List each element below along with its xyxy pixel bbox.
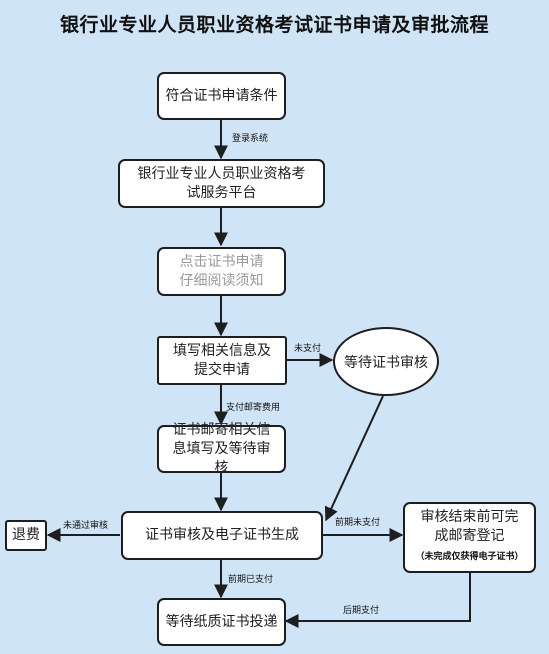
arrow-wait-to-review [324,395,384,522]
node-wait-review: 等待证书审核 [333,327,439,396]
node-review-generate: 证书审核及电子证书生成 [121,511,323,560]
node-mail-info: 证书邮寄相关信息填写及等待审核 [157,422,286,476]
node-wait-paper: 等待纸质证书投递 [157,598,286,646]
edge-label-login: 登录系统 [232,134,269,144]
mail-register-note: （未完成仅获得电子证书） [415,552,524,562]
edge-label-early-unpaid: 前期未支付 [335,518,381,528]
page-title: 银行业专业人员职业资格考试证书申请及审批流程 [59,14,489,36]
arrow-mailreg-to-paper [284,573,471,628]
edge-label-not-passed: 未通过审核 [63,521,109,531]
node-mail-register: 审核结束前可完成邮寄登记 （未完成仅获得电子证书） [403,502,536,573]
edge-label-early-paid: 前期已支付 [228,575,274,585]
node-platform: 银行业专业人员职业资格考试服务平台 [118,159,325,208]
mail-register-text: 审核结束前可完成邮寄登记 [420,509,519,544]
edge-label-unpaid: 未支付 [294,344,322,354]
edge-label-pay-postage: 支付邮寄费用 [226,403,281,413]
node-refund: 退费 [5,520,47,551]
edge-label-later-paid: 后期支付 [343,606,380,616]
node-fill-info: 填写相关信息及提交申请 [157,336,287,385]
node-read-notice: 点击证书申请仔细阅读须知 [157,247,286,296]
node-conditions: 符合证书申请条件 [157,72,286,120]
